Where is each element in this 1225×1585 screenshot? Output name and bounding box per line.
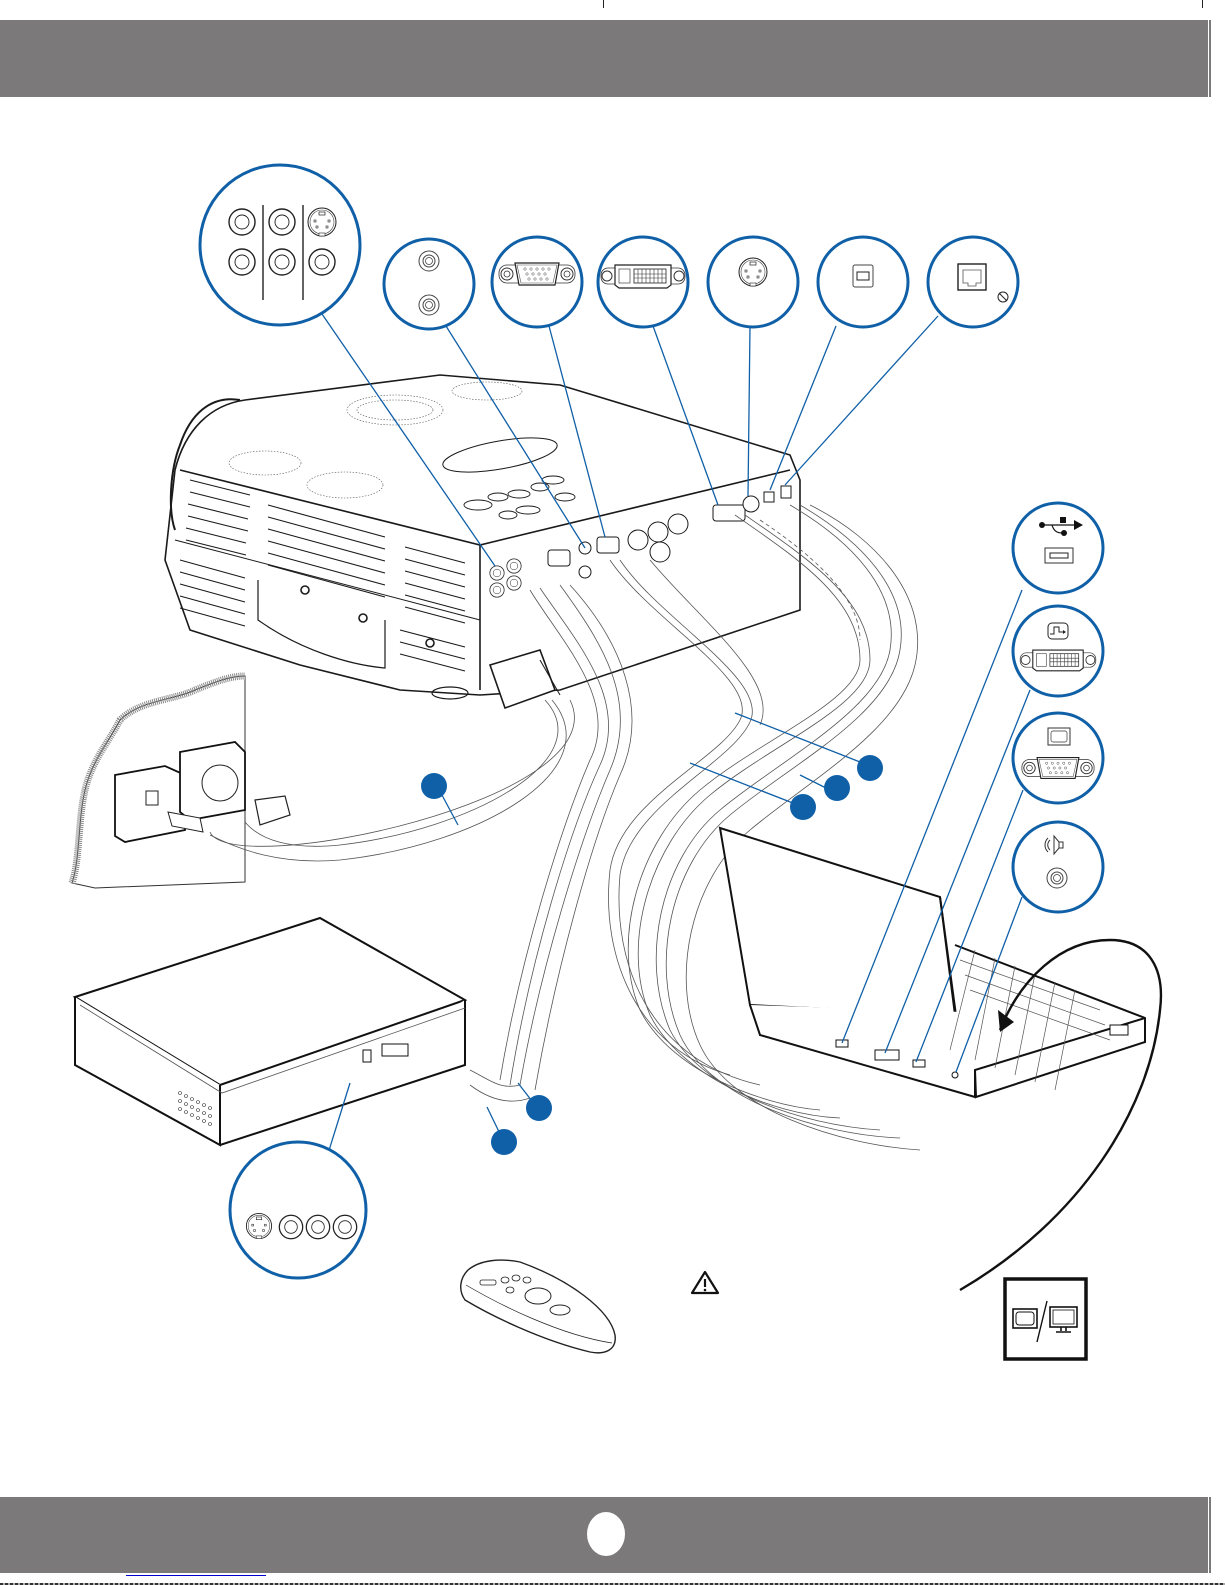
bullet-1 <box>421 773 447 799</box>
callout-usb-a <box>1013 503 1103 593</box>
callout-vga-out <box>1013 713 1103 803</box>
callout-vga-input <box>492 237 582 327</box>
page-number <box>587 1512 625 1556</box>
callout-audio-out <box>1013 822 1103 912</box>
wall-outlet <box>72 676 290 888</box>
bullet-6 <box>491 1129 517 1155</box>
callout-rj45 <box>928 237 1018 327</box>
callout-ps2-input <box>708 237 798 327</box>
warning-triangle-icon <box>692 1272 718 1293</box>
callout-audio-inputs <box>384 239 474 329</box>
bullet-2 <box>857 755 883 781</box>
callout-av-inputs <box>200 165 360 325</box>
projector <box>165 375 800 708</box>
bullet-4 <box>790 794 816 820</box>
tv-monitor-toggle-icon <box>1005 1279 1086 1359</box>
page-edge <box>1209 1497 1211 1573</box>
callout-vcr-outputs <box>230 1142 366 1278</box>
video-source-box <box>75 918 465 1145</box>
bullet-5 <box>526 1095 552 1121</box>
callout-dvi-out <box>1013 606 1103 696</box>
callout-usb-b <box>818 237 908 327</box>
bullet-3 <box>824 775 850 801</box>
link-underline[interactable] <box>126 1575 266 1576</box>
callout-dvi-input <box>598 237 688 327</box>
remote-control <box>461 1260 615 1353</box>
